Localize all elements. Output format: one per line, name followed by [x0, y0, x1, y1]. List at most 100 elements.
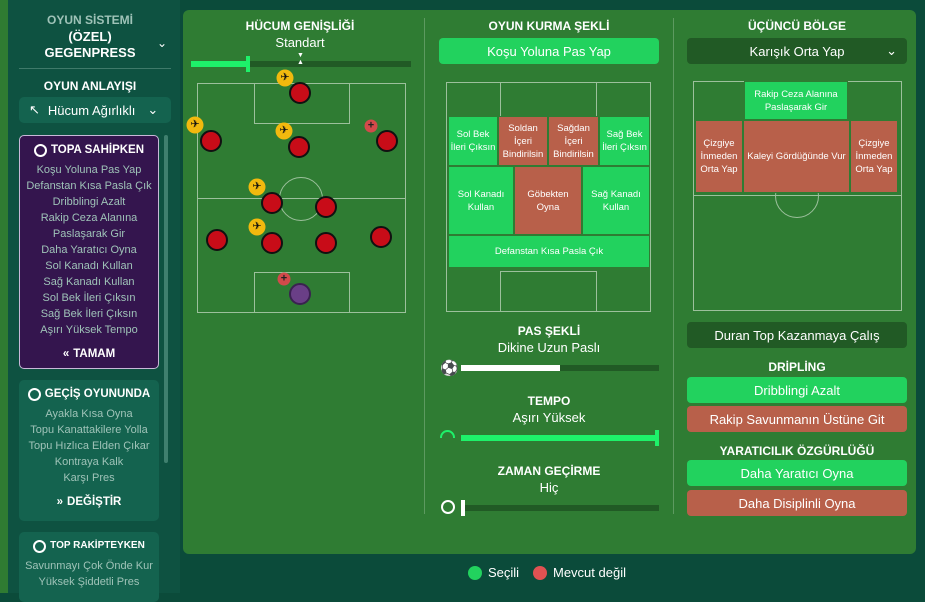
player-marker[interactable]	[206, 229, 228, 251]
buildup-select[interactable]: Koşu Yoluna Pas Yap	[439, 38, 659, 64]
instruction-item: Savunmayı Çok Önde Kur	[25, 560, 153, 572]
instruction-item: Aşırı Yüksek Tempo	[40, 324, 138, 336]
passing-slider[interactable]	[461, 365, 659, 371]
divider	[673, 18, 674, 514]
mentality-select[interactable]: ↖ Hücum Ağırlıklı ⌄	[19, 97, 171, 123]
final-third-select[interactable]: Karışık Orta Yap⌄	[687, 38, 907, 64]
player-marker[interactable]	[200, 130, 222, 152]
buildup-zone[interactable]: Sağ Bek İleri Çıksın	[599, 116, 650, 166]
instruction-item: Topu Kanattakilere Yolla	[30, 424, 148, 436]
player-marker[interactable]	[315, 196, 337, 218]
forward-run-icon: ✈	[275, 122, 293, 140]
formation-pitch	[197, 83, 406, 313]
card-title: TOP RAKİPTEYKEN	[50, 540, 145, 551]
dribbling-option-unavailable[interactable]: Rakip Savunmanın Üstüne Git	[687, 406, 907, 432]
ball-icon: ⚽	[440, 360, 459, 377]
transition-icon	[27, 387, 41, 401]
width-value: Standart	[275, 35, 325, 50]
button-label: TAMAM	[73, 348, 116, 360]
passing-slider-fill	[461, 365, 560, 371]
instruction-item: Karşı Pres	[63, 472, 115, 484]
player-marker[interactable]	[261, 232, 283, 254]
buildup-zone[interactable]: Sol Kanadı Kullan	[448, 166, 514, 235]
goalkeeper-marker[interactable]	[289, 283, 311, 305]
select-value: Karışık Orta Yap	[749, 43, 845, 59]
change-button[interactable]: » DEĞİŞTİR	[56, 496, 122, 508]
card-title: GEÇİŞ OYUNUNDA	[44, 388, 151, 400]
tempo-title: TEMPO	[527, 394, 571, 408]
creative-option-selected[interactable]: Daha Yaratıcı Oyna	[687, 460, 907, 486]
set-piece-button[interactable]: Duran Top Kazanmaya Çalış	[687, 322, 907, 348]
passing-title: PAS ŞEKLİ	[517, 324, 581, 338]
system-name[interactable]: (ÖZEL)	[68, 29, 112, 44]
buildup-zone[interactable]: Sağdan İçeri Bindirilsin	[548, 116, 599, 166]
passing-value: Dikine Uzun Paslı	[497, 340, 601, 355]
mentality-value: Hücum Ağırlıklı	[47, 102, 136, 118]
legend-selected: Seçili	[468, 565, 519, 580]
system-name-2[interactable]: GEGENPRESS	[44, 45, 136, 60]
width-slider-handle[interactable]	[246, 56, 250, 72]
default-marker-icon: ▼▲	[297, 52, 304, 66]
chevron-down-icon: ⌄	[147, 102, 159, 117]
scrollbar[interactable]	[164, 135, 168, 463]
forward-run-icon: ✈	[186, 116, 204, 134]
done-button[interactable]: « TAMAM	[62, 348, 116, 360]
selected-dot-icon	[468, 565, 482, 580]
ball-icon	[33, 539, 47, 553]
buildup-zone[interactable]: Sol Bek İleri Çıksın	[448, 116, 498, 166]
player-marker[interactable]	[261, 192, 283, 214]
forward-run-icon: ✈	[248, 178, 266, 196]
width-slider-fill	[191, 61, 246, 67]
instruction-item: Topu Hızlıca Elden Çıkar	[28, 440, 150, 452]
tempo-gauge-icon	[440, 430, 455, 438]
zone-shoot-on-sight[interactable]: Kaleyi Gördüğünde Vur	[743, 120, 850, 193]
instruction-item: Kontraya Kalk	[54, 456, 124, 468]
width-slider[interactable]	[191, 61, 411, 67]
creative-option-unavailable[interactable]: Daha Disiplinli Oyna	[687, 490, 907, 516]
buildup-zone[interactable]: Defanstan Kısa Pasla Çık	[448, 235, 650, 268]
forward-run-icon: ✈	[276, 69, 294, 87]
instruction-item: Sol Kanadı Kullan	[45, 260, 133, 272]
creative-title: YARATICILIK ÖZGÜRLÜĞÜ	[719, 444, 875, 458]
time-wasting-value: Hiç	[539, 480, 559, 495]
zone-early-cross-right[interactable]: Çizgiye İnmeden Orta Yap	[850, 120, 898, 193]
zone-early-cross-left[interactable]: Çizgiye İnmeden Orta Yap	[695, 120, 743, 193]
zone-work-into-box[interactable]: Rakip Ceza Alanına Paslaşarak Gir	[744, 81, 848, 120]
stopwatch-icon	[441, 500, 455, 514]
time-wasting-slider-handle[interactable]	[461, 500, 465, 516]
dribbling-option-selected[interactable]: Dribblingi Azalt	[687, 377, 907, 403]
instruction-item: Daha Yaratıcı Oyna	[41, 244, 137, 256]
instruction-item: Defanstan Kısa Pasla Çık	[26, 180, 152, 192]
role-plus-icon: +	[277, 272, 291, 286]
buildup-zone[interactable]: Sağ Kanadı Kullan	[582, 166, 650, 235]
unavailable-dot-icon	[533, 565, 547, 580]
time-wasting-slider[interactable]	[461, 505, 659, 511]
buildup-zone[interactable]: Göbekten Oyna	[514, 166, 582, 235]
ball-icon	[33, 143, 47, 157]
player-marker[interactable]	[376, 130, 398, 152]
forward-run-icon: ✈	[248, 218, 266, 236]
instruction-item: Ayakla Kısa Oyna	[45, 408, 133, 420]
legend-label: Seçili	[488, 565, 520, 580]
legend-unavailable: Mevcut değil	[533, 565, 626, 580]
player-marker[interactable]	[288, 136, 310, 158]
width-title: HÜCUM GENİŞLİĞİ	[245, 19, 355, 33]
left-edge	[0, 0, 8, 593]
card-title: TOPA SAHİPKEN	[50, 144, 145, 156]
player-marker[interactable]	[370, 226, 392, 248]
chevron-down-icon[interactable]: ⌄	[157, 36, 168, 50]
button-label: DEĞİŞTİR	[67, 496, 122, 508]
divider	[424, 18, 425, 514]
player-marker[interactable]	[315, 232, 337, 254]
divider	[19, 68, 171, 69]
instruction-item: Sağ Bek İleri Çıksın	[40, 308, 138, 320]
tempo-slider-handle[interactable]	[655, 430, 659, 446]
buildup-zone[interactable]: Soldan İçeri Bindirilsin	[498, 116, 548, 166]
player-marker[interactable]	[289, 82, 311, 104]
instruction-item: Dribblingi Azalt	[52, 196, 126, 208]
tempo-value: Aşırı Yüksek	[512, 410, 586, 425]
instruction-item: Sol Bek İleri Çıksın	[42, 292, 136, 304]
